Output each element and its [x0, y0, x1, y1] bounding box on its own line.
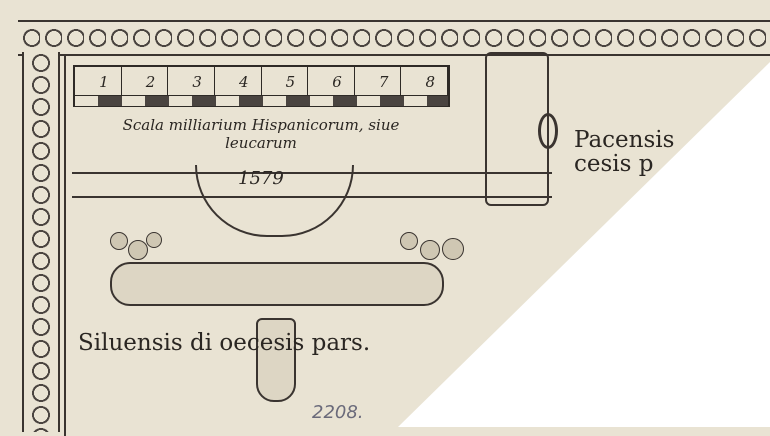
pendant-ornament — [256, 318, 296, 402]
fruit-garland — [442, 238, 464, 260]
scale-tick: 3 — [168, 67, 215, 95]
scale-tick: 7 — [355, 67, 402, 95]
scale-caption-line1: Scala milliarium Hispanicorum, siue — [122, 116, 400, 134]
scale-caption-line2: leucarum — [225, 134, 297, 152]
scale-tick: 2 — [122, 67, 169, 95]
scale-checker-bar — [75, 95, 448, 106]
oval-ornament — [538, 113, 558, 149]
label-line: cesis p — [574, 151, 654, 177]
label-line: Pacensis — [574, 127, 675, 153]
scale-tick: 6 — [308, 67, 355, 95]
decorative-border-top — [18, 20, 770, 56]
map-year: 1579 — [238, 168, 284, 189]
fruit-garland — [128, 240, 148, 260]
fruit-garland — [400, 232, 418, 250]
scale-tick: 1 — [75, 67, 122, 95]
region-label-siluensis: Siluensis di oecesis pars. — [78, 330, 371, 356]
scale-caption: Scala milliarium Hispanicorum, siue leuc… — [96, 116, 426, 152]
fruit-garland — [420, 240, 440, 260]
fruit-garland — [146, 232, 162, 248]
region-label-pacensis: Pacensis cesis p — [574, 128, 674, 176]
scale-tick: 8 — [401, 67, 448, 95]
scroll-ornament — [110, 262, 444, 306]
scale-tick: 4 — [215, 67, 262, 95]
scale-tick: 5 — [262, 67, 309, 95]
decorative-border-left — [22, 52, 60, 432]
inner-frame-line — [64, 56, 66, 436]
handwritten-number: 2208. — [312, 402, 364, 423]
scale-bar: 1 2 3 4 5 6 7 8 — [73, 65, 450, 107]
fruit-garland — [110, 232, 128, 250]
